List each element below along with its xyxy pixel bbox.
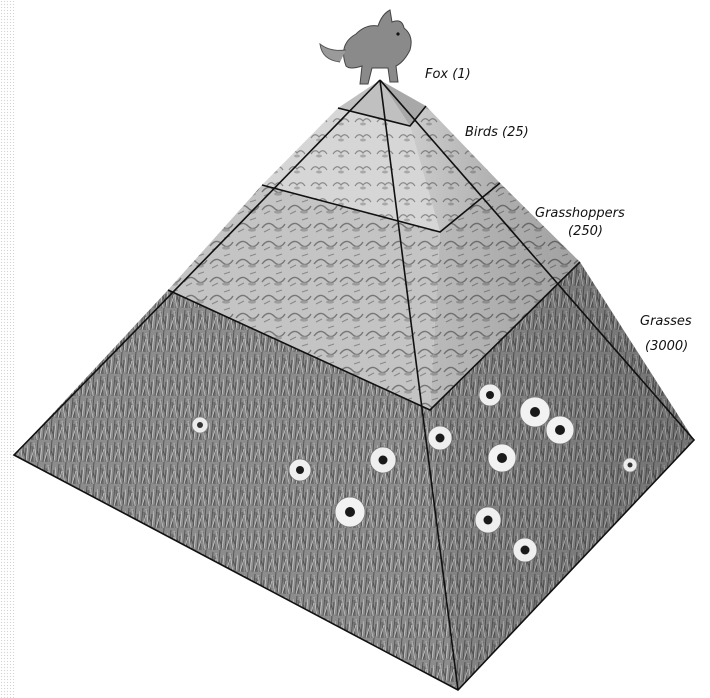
flower	[428, 426, 452, 450]
label-birds: Birds (25)	[465, 125, 529, 140]
label-grasses-name: Grasses	[640, 314, 692, 329]
label-grasshoppers-name: Grasshoppers	[535, 206, 625, 221]
flower	[192, 417, 208, 433]
label-fox: Fox (1)	[425, 67, 471, 82]
flower	[488, 444, 516, 472]
label-grasshoppers-count: (250)	[568, 224, 603, 239]
fox-illustration	[320, 10, 411, 84]
flower	[479, 384, 501, 406]
flower	[475, 507, 501, 533]
flower	[513, 538, 537, 562]
flower	[623, 458, 637, 472]
flower	[289, 459, 311, 481]
flower	[546, 416, 574, 444]
flower	[370, 447, 396, 473]
label-grasses-count: (3000)	[645, 339, 688, 354]
flower	[520, 397, 550, 427]
flower	[335, 497, 365, 527]
